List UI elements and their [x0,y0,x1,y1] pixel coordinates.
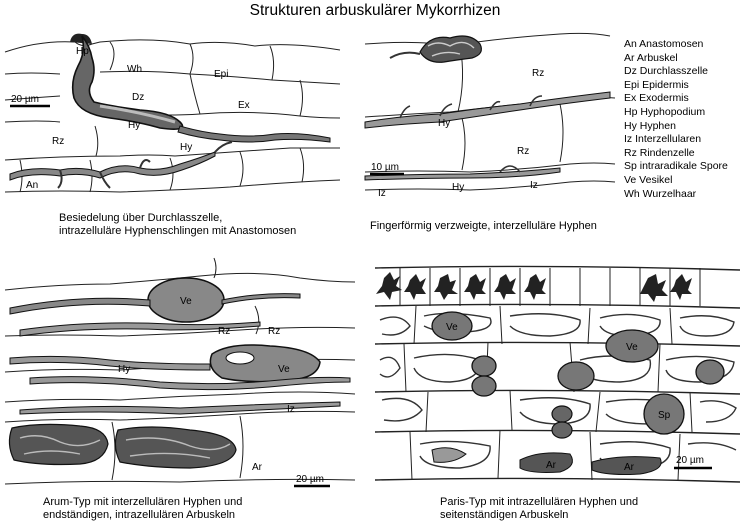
label-rz1: Rz [218,326,230,337]
label-hy2: Hy [452,182,464,193]
label-sp: Sp [658,410,671,421]
legend-item: Rz Rindenzelle [624,146,695,159]
label-hy2: Hy [180,142,192,153]
legend-item: Dz Durchlasszelle [624,65,709,78]
caption-top-right: Fingerförmig verzweigte, interzelluläre … [370,220,597,232]
label-wh: Wh [127,64,142,75]
label-an: An [26,180,38,191]
legend-item: Wh Wurzelhaar [624,187,697,200]
legend-item: Ve Vesikel [624,173,673,186]
caption-line: endständigen, intrazellulären Arbuskeln [43,509,236,521]
caption-bottom-right: Paris-Typ mit intrazellulären Hyphen und… [440,496,638,522]
label-ve2: Ve [278,364,290,375]
panel-finger-hyphae: Rz Hy Rz Iz Hy Iz 10 µm [364,32,616,199]
scale-label: 20 µm [676,455,704,466]
label-hy1: Hy [128,120,140,131]
label-ar: Ar [252,462,263,473]
legend-item: Sp intraradikale Spore [624,160,728,173]
panel-root-colonization: Hp Wh Epi Dz Ex Hy Rz Hy An 20 µm [4,33,341,193]
legend-item: Iz Interzellularen [624,133,702,146]
panel-arum-type: Ve Rz Rz Hy Ve Iz Ar 20 µm [4,257,356,488]
label-ar2: Ar [624,462,635,473]
legend-item: Ar Arbuskel [624,51,678,64]
figure-title: Strukturen arbuskulärer Mykorrhizen [249,2,501,19]
label-rz: Rz [52,136,64,147]
legend-item: Epi Epidermis [624,78,689,91]
label-iz1: Iz [378,188,386,199]
caption-line: Arum-Typ mit interzellulären Hyphen und [43,496,243,508]
caption-line: seitenständigen Arbuskeln [440,509,569,521]
label-ex: Ex [238,100,250,111]
label-hy1: Hy [438,118,450,129]
label-ve1: Ve [180,296,192,307]
legend-item: Hy Hyphen [624,119,676,132]
label-iz: Iz [287,404,295,415]
label-hp: Hp [76,46,89,57]
label-dz: Dz [132,92,144,103]
label-hy: Hy [118,364,130,375]
label-ve2: Ve [626,342,638,353]
label-iz2: Iz [530,180,538,191]
legend-item: Hp Hyphopodium [624,105,706,118]
caption-line: Besiedelung über Durchlasszelle, [59,212,223,224]
scale-label: 20 µm [296,474,324,485]
label-rz2: Rz [268,326,280,337]
caption-bottom-left: Arum-Typ mit interzellulären Hyphen und … [43,496,242,522]
panel-paris-type: Ve Ve Sp Ar Ar 20 µm [374,265,741,483]
caption-top-left: Besiedelung über Durchlasszelle, intraze… [59,212,296,238]
label-rz1: Rz [532,68,544,79]
scale-label: 20 µm [11,94,39,105]
label-rz2: Rz [517,146,529,157]
scale-label: 10 µm [371,162,399,173]
label-ve1: Ve [446,322,458,333]
label-epi: Epi [214,69,228,80]
caption-line: intrazelluläre Hyphenschlingen mit Anast… [59,225,297,237]
legend-item: Ex Exodermis [624,92,689,105]
label-ar1: Ar [546,460,557,471]
legend-item: An Anastomosen [624,38,704,50]
caption-line: Paris-Typ mit intrazellulären Hyphen und [440,496,639,508]
legend: An Anastomosen Ar Arbuskel Dz Durchlassz… [624,38,728,201]
